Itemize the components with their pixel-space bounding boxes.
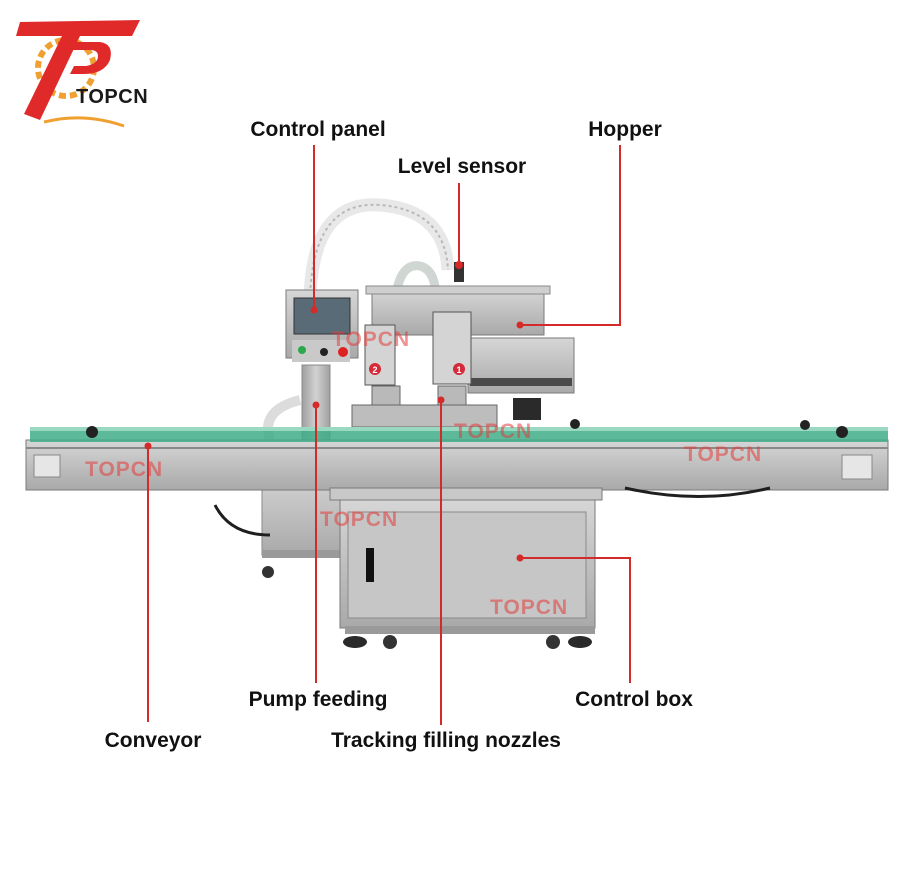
- brand-name: TOPCN: [76, 86, 149, 108]
- label-conveyor: Conveyor: [104, 729, 202, 752]
- label-tracking-filling-nozzles: Tracking filling nozzles: [331, 729, 561, 752]
- watermark: TOPCN: [490, 596, 569, 619]
- watermark: TOPCN: [454, 420, 533, 443]
- watermark: TOPCN: [684, 443, 763, 466]
- topcn-logo-icon: [16, 20, 140, 128]
- watermark: TOPCN: [85, 458, 164, 481]
- nozzle-number-1: 1: [456, 365, 461, 375]
- label-control-box: Control box: [575, 688, 693, 711]
- label-level-sensor: Level sensor: [397, 155, 527, 178]
- watermark: TOPCN: [332, 328, 411, 351]
- watermark: TOPCN: [320, 508, 399, 531]
- nozzle-number-2: 2: [372, 365, 377, 375]
- label-hopper: Hopper: [588, 118, 662, 141]
- label-pump-feeding: Pump feeding: [248, 688, 388, 711]
- label-control-panel: Control panel: [250, 118, 386, 141]
